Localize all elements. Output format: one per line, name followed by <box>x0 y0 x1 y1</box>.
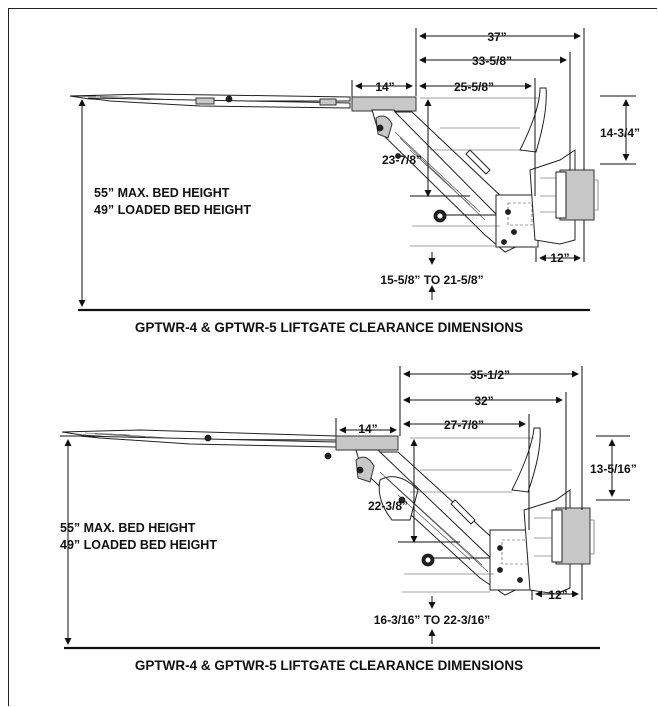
caption-1: GPTWR-4 & GPTWR-5 LIFTGATE CLEARANCE DIM… <box>135 320 523 335</box>
dim-rear-offset: 12” <box>550 251 569 265</box>
dim-platform-width: 14” <box>375 80 394 94</box>
dim-mid-width: 33-5/8” <box>472 54 512 68</box>
dim-overall-width: 37” <box>487 30 506 44</box>
dim-drop-height: 13-5/16” <box>590 462 637 476</box>
bed-height-max: 55” MAX. BED HEIGHT <box>60 521 196 535</box>
dim-ground-clearance: 16-3/16” TO 22-3/16” <box>374 613 491 627</box>
bed-height-loaded: 49” LOADED BED HEIGHT <box>60 538 217 552</box>
dim-drop-height: 14-3/4” <box>600 126 640 140</box>
dim-arm-height: 23-7/8” <box>382 153 422 167</box>
labels-2: 35-1/2” 32” 27-7/8” 14” 13-5/16” 22-3/8”… <box>60 368 637 673</box>
page-frame <box>8 8 657 706</box>
truck-bed-1 <box>69 93 351 109</box>
dimensions-2 <box>60 366 630 650</box>
diagram-2: 35-1/2” 32” 27-7/8” 14” 13-5/16” 22-3/8”… <box>60 366 637 673</box>
bed-height-loaded: 49” LOADED BED HEIGHT <box>94 203 251 217</box>
dim-arm-height: 22-3/8” <box>368 499 408 513</box>
truck-bed-2 <box>61 429 337 460</box>
dim-mid-width: 32” <box>474 394 493 408</box>
diagram-1: 37” 33-5/8” 25-5/8” 14” 14-3/4” 23-7/8” … <box>69 28 640 335</box>
dim-inner-width: 25-5/8” <box>454 80 494 94</box>
liftgate-mechanism-1 <box>351 87 599 253</box>
dim-overall-width: 35-1/2” <box>470 368 510 382</box>
dim-ground-clearance: 15-5/8” TO 21-5/8” <box>380 273 483 287</box>
dim-inner-width: 27-7/8” <box>444 418 484 432</box>
dim-platform-width: 14” <box>358 422 377 436</box>
dimensions-1 <box>70 28 636 312</box>
bed-height-max: 55” MAX. BED HEIGHT <box>94 186 230 200</box>
dim-rear-offset: 12” <box>548 588 567 602</box>
caption-2: GPTWR-4 & GPTWR-5 LIFTGATE CLEARANCE DIM… <box>135 658 523 673</box>
labels-1: 37” 33-5/8” 25-5/8” 14” 14-3/4” 23-7/8” … <box>94 30 640 335</box>
liftgate-mechanism-2 <box>335 427 595 596</box>
